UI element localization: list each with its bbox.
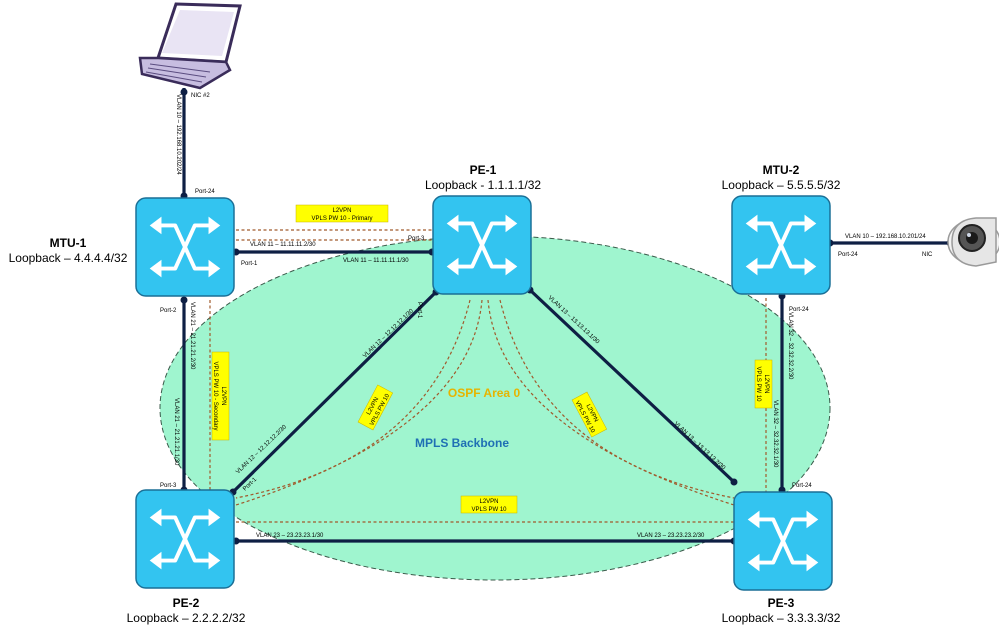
label-pe2-pe3-a: VLAN 23 – 23.23.23.1/30 bbox=[256, 533, 324, 539]
laptop-icon[interactable] bbox=[138, 2, 242, 90]
svg-text:L2VPN: L2VPN bbox=[332, 208, 351, 214]
tag-pw-pe2-pe3: L2VPN VPLS PW 10 bbox=[460, 495, 518, 514]
svg-text:VPLS PW 10 - Primary: VPLS PW 10 - Primary bbox=[311, 216, 372, 222]
mtu2-loopback: Loopback – 5.5.5.5/32 bbox=[722, 178, 841, 192]
port-pe3-24: Port-24 bbox=[792, 483, 812, 489]
pe2-switch-icon[interactable] bbox=[134, 488, 236, 590]
label-mtu2-pe3-b: VLAN 32 – 32.32.32.1/30 bbox=[772, 400, 778, 468]
mtu1-loopback: Loopback – 4.4.4.4/32 bbox=[9, 251, 128, 265]
mtu2-switch-icon[interactable] bbox=[730, 194, 832, 296]
link-pe1-pe2 bbox=[231, 290, 438, 494]
pe3-loopback: Loopback – 3.3.3.3/32 bbox=[722, 611, 841, 625]
pw-pe1-middle-a bbox=[235, 299, 483, 506]
pe2-name: PE-2 bbox=[173, 596, 200, 610]
label-mtu1-pe1-b: VLAN 11 – 11.11.11.1/30 bbox=[343, 258, 409, 264]
pe1-name: PE-1 bbox=[470, 163, 497, 177]
tag-pw-pe1-pe2: L2VPN VPLS PW 10 bbox=[357, 384, 394, 431]
port-mtu2-24b: Port-24 bbox=[789, 307, 809, 313]
ospf-area-label: OSPF Area 0 bbox=[448, 386, 521, 400]
svg-text:VPLS PW 10 - Secondary: VPLS PW 10 - Secondary bbox=[212, 361, 218, 430]
pe3-name: PE-3 bbox=[768, 596, 795, 610]
pe1-switch-icon[interactable] bbox=[431, 194, 533, 296]
pw-pe1-middle-b bbox=[487, 299, 735, 506]
port-pe1-1: Port-1 bbox=[416, 302, 422, 319]
link-pe1-pe3 bbox=[528, 288, 736, 484]
port-nic: NIC bbox=[922, 252, 933, 258]
camera-icon[interactable] bbox=[947, 217, 999, 267]
tag-pw-primary: L2VPN VPLS PW 10 - Primary bbox=[295, 204, 389, 223]
svg-text:L2VPN: L2VPN bbox=[479, 499, 498, 505]
mtu1-switch-icon[interactable] bbox=[134, 196, 236, 298]
port-pe2-3: Port-3 bbox=[160, 483, 177, 489]
port-pe1-3: Port-3 bbox=[408, 236, 425, 242]
port-nic2: NIC #2 bbox=[191, 93, 210, 99]
label-laptop-mtu1: VLAN 10 – 192.168.10.202/24 bbox=[175, 94, 181, 175]
pe1-loopback: Loopback - 1.1.1.1/32 bbox=[425, 178, 541, 192]
svg-text:L2VPN: L2VPN bbox=[763, 374, 769, 393]
label-mtu2-pe3-a: VLAN 32 – 32.32.32.2/30 bbox=[787, 312, 793, 380]
label-mtu2-camera: VLAN 10 – 192.168.10.201/24 bbox=[845, 234, 926, 240]
mtu1-name: MTU-1 bbox=[50, 236, 87, 250]
pe3-switch-icon[interactable] bbox=[732, 490, 834, 592]
label-pe2-pe3-b: VLAN 23 – 23.23.23.2/30 bbox=[637, 533, 705, 539]
pe2-loopback: Loopback – 2.2.2.2/32 bbox=[127, 611, 246, 625]
svg-text:L2VPN: L2VPN bbox=[220, 386, 226, 405]
label-mtu1-pe2-a: VLAN 21 – 21.21.21.2/30 bbox=[189, 302, 195, 370]
label-mtu1-pe1-a: VLAN 11 – 11.11.11.2/30 bbox=[250, 242, 316, 248]
svg-text:VPLS PW 10: VPLS PW 10 bbox=[471, 507, 507, 513]
svg-text:VPLS PW 10: VPLS PW 10 bbox=[755, 366, 761, 402]
mpls-backbone-label: MPLS Backbone bbox=[415, 436, 509, 450]
port-mtu1-24: Port-24 bbox=[195, 189, 215, 195]
pw-pe1-pe2-curve bbox=[235, 299, 471, 499]
port-mtu1-1: Port-1 bbox=[241, 261, 258, 267]
label-mtu1-pe2-b: VLAN 21 – 21.21.21.1/30 bbox=[173, 398, 179, 466]
mtu2-name: MTU-2 bbox=[763, 163, 800, 177]
tag-pw-secondary: L2VPN VPLS PW 10 - Secondary bbox=[211, 351, 230, 441]
port-mtu1-2: Port-2 bbox=[160, 308, 177, 314]
port-mtu2-24a: Port-24 bbox=[838, 252, 858, 258]
pw-pe1-pe3-curve bbox=[499, 299, 735, 499]
tag-pw-mtu2-pe3: L2VPN VPLS PW 10 bbox=[754, 359, 773, 409]
